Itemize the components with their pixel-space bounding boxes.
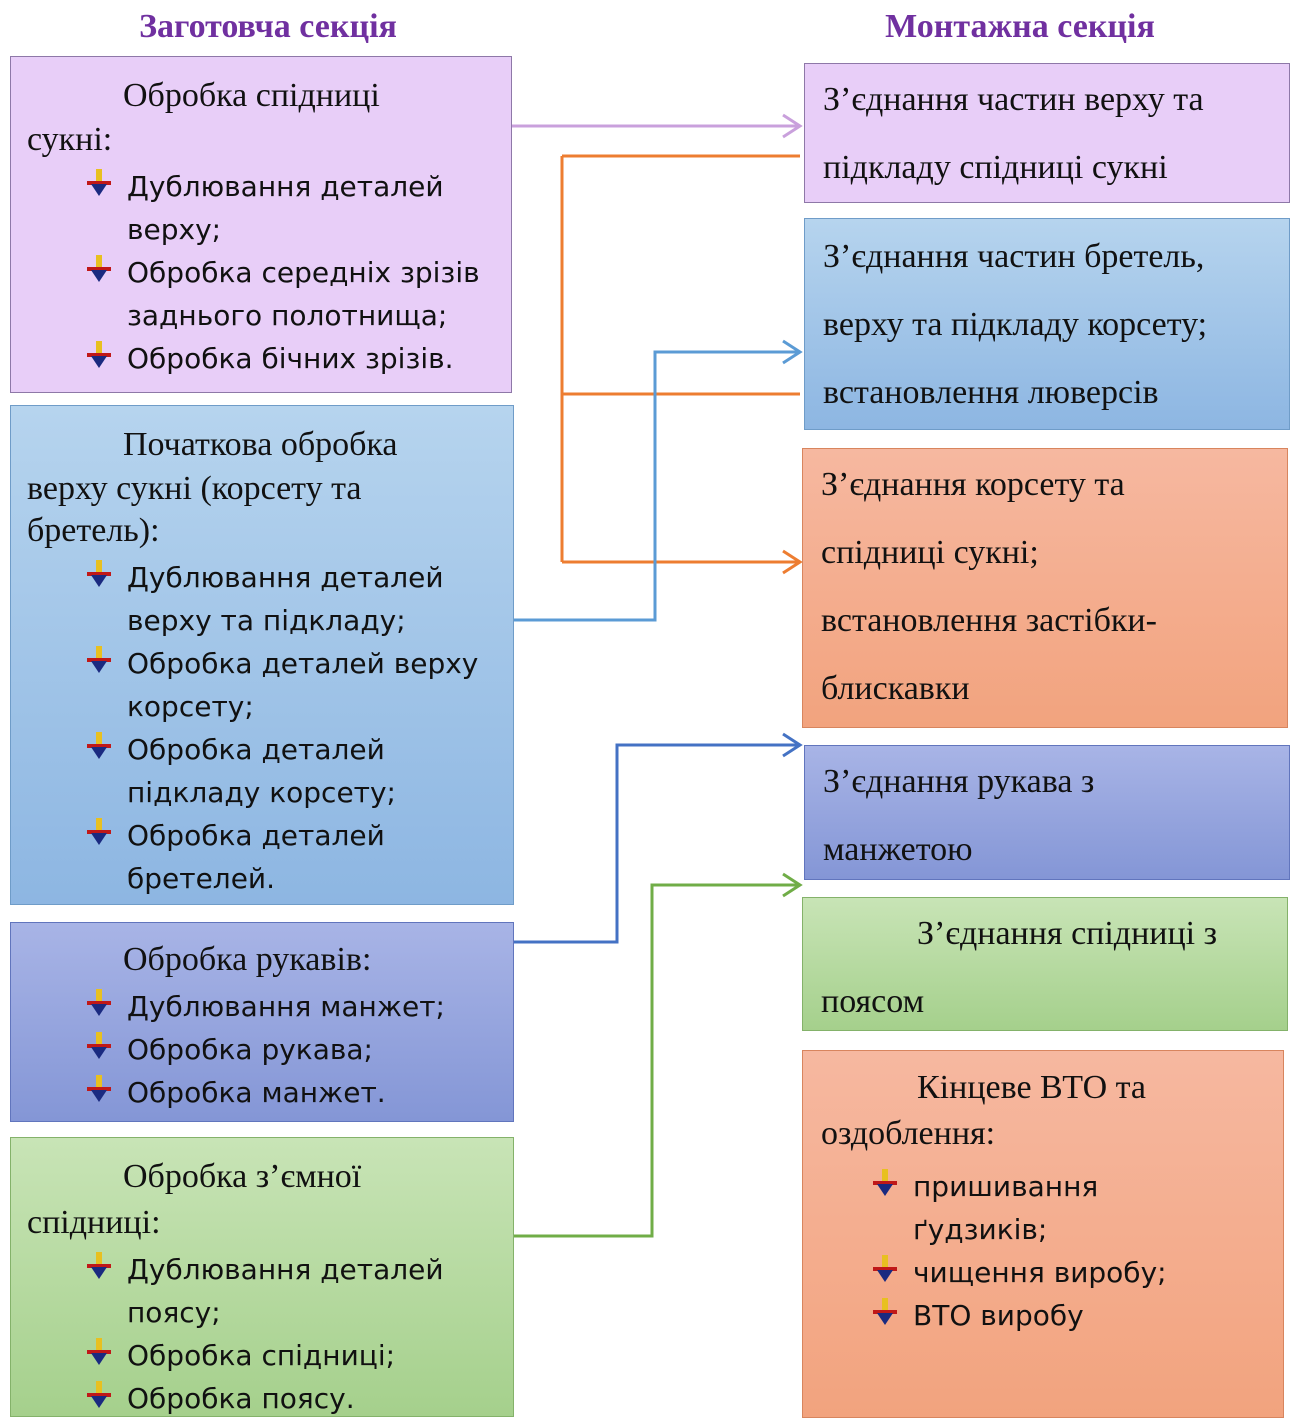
list-item: Обробка поясу. bbox=[79, 1377, 513, 1416]
box-text-line: блискавки bbox=[821, 670, 970, 707]
list-item: Дублювання деталей верху; bbox=[79, 165, 511, 251]
list-item-line: Обробка деталей верху bbox=[127, 647, 479, 680]
arrow-sleeves-to-cuff-join bbox=[512, 732, 803, 944]
arrow-bullet-icon bbox=[87, 646, 111, 673]
right-box-join-sleeve-cuff: З’єднання рукава з манжетою bbox=[804, 745, 1290, 880]
box-title-line: Початкова обробка bbox=[123, 426, 398, 463]
list-item-line: бретелей. bbox=[127, 862, 276, 895]
box-text-line: З’єднання корсету та bbox=[821, 466, 1125, 503]
list-item-line: ґудзиків; bbox=[913, 1213, 1048, 1246]
list-item-line: заднього полотнища; bbox=[127, 299, 448, 332]
box-title-line: оздоблення: bbox=[821, 1115, 996, 1152]
box-text-line: З’єднання рукава з bbox=[823, 763, 1095, 800]
list-item: Дублювання манжет; bbox=[79, 985, 513, 1028]
right-box-join-corset-skirt: З’єднання корсету та спідниці сукні; вст… bbox=[802, 448, 1288, 728]
arrow-bullet-icon bbox=[87, 818, 111, 845]
left-box-sleeves-processing: Обробка рукавів: Дублювання манжет; Обро… bbox=[10, 922, 514, 1122]
list-item-line: верху та підкладу; bbox=[127, 604, 406, 637]
list-item: Дублювання деталей поясу; bbox=[79, 1248, 513, 1334]
arrow-skirt-to-join-top-lining bbox=[512, 113, 803, 139]
arrow-bullet-icon bbox=[87, 1338, 111, 1365]
right-box-final-finishing: Кінцеве ВТО та оздоблення: пришивання ґу… bbox=[802, 1050, 1284, 1418]
box-text-line: З’єднання спідниці з bbox=[917, 915, 1218, 952]
arrow-to-corset-skirt-join bbox=[560, 154, 803, 575]
right-box-join-skirt-belt: З’єднання спідниці з поясом bbox=[802, 897, 1288, 1031]
left-box-skirt-processing: Обробка спідниці сукні: Дублювання детал… bbox=[10, 56, 512, 393]
list-item-line: підкладу корсету; bbox=[127, 776, 396, 809]
arrow-bullet-icon bbox=[873, 1298, 897, 1325]
list-item-line: Обробка поясу. bbox=[127, 1382, 355, 1415]
list-item-line: Обробка бічних зрізів. bbox=[127, 342, 454, 375]
box-title-line: Обробка рукавів: bbox=[123, 941, 372, 978]
list-item: Дублювання деталей верху та підкладу; bbox=[79, 556, 513, 642]
list-item-line: Обробка манжет. bbox=[127, 1076, 386, 1109]
arrow-bullet-icon bbox=[87, 732, 111, 759]
list-item: Обробка деталей бретелей. bbox=[79, 814, 513, 900]
list-item-line: Дублювання деталей bbox=[127, 1253, 444, 1286]
list-item: Обробка бічних зрізів. bbox=[79, 337, 511, 380]
box-text-line: спідниці сукні; bbox=[821, 534, 1039, 571]
list-item-line: Обробка деталей bbox=[127, 819, 385, 852]
list-item-line: Обробка деталей bbox=[127, 733, 385, 766]
header-right: Монтажна секція bbox=[885, 8, 1155, 45]
list-item-line: Обробка середніх зрізів bbox=[127, 256, 480, 289]
box-text-line: встановлення люверсів bbox=[823, 374, 1159, 411]
box-title-line: бретель): bbox=[27, 512, 160, 549]
right-box-join-top-lining: З’єднання частин верху та підкладу спідн… bbox=[804, 63, 1290, 203]
box-text-line: встановлення застібки- bbox=[821, 602, 1157, 639]
box-text-line: З’єднання частин бретель, bbox=[823, 238, 1205, 275]
box-title-line: Кінцеве ВТО та bbox=[917, 1069, 1147, 1106]
box-title-line: спідниці: bbox=[27, 1204, 161, 1241]
arrow-bullet-icon bbox=[87, 560, 111, 587]
arrow-bullet-icon bbox=[87, 341, 111, 368]
left-box-detachable-skirt-processing: Обробка з’ємної спідниці: Дублювання дет… bbox=[10, 1137, 514, 1417]
arrow-bullet-icon bbox=[87, 989, 111, 1016]
box-title-line: верху сукні (корсету та bbox=[27, 470, 362, 507]
list-item: Обробка рукава; bbox=[79, 1028, 513, 1071]
arrow-skirt-to-belt-join bbox=[514, 872, 803, 1238]
list-item: Обробка середніх зрізів заднього полотни… bbox=[79, 251, 511, 337]
box-text-line: верху та підкладу корсету; bbox=[823, 306, 1208, 343]
arrow-bodice-to-corset-join bbox=[514, 339, 803, 622]
list-item: чищення виробу; bbox=[865, 1251, 1283, 1294]
box-text-line: З’єднання частин верху та bbox=[823, 81, 1204, 118]
arrow-bullet-icon bbox=[87, 1381, 111, 1408]
list-item: Обробка спідниці; bbox=[79, 1334, 513, 1377]
right-box-join-straps-corset: З’єднання частин бретель, верху та підкл… bbox=[804, 218, 1290, 430]
list-item: Обробка деталей підкладу корсету; bbox=[79, 728, 513, 814]
list-item: Обробка манжет. bbox=[79, 1071, 513, 1114]
list-item-line: верху; bbox=[127, 213, 222, 246]
list-item-line: Обробка спідниці; bbox=[127, 1339, 396, 1372]
arrow-bullet-icon bbox=[87, 169, 111, 196]
header-left: Заготовча секція bbox=[139, 8, 397, 45]
arrow-bullet-icon bbox=[87, 1032, 111, 1059]
list-item-line: поясу; bbox=[127, 1296, 221, 1329]
arrow-bullet-icon bbox=[87, 255, 111, 282]
list-item-line: Дублювання деталей bbox=[127, 170, 444, 203]
list-item-line: корсету; bbox=[127, 690, 254, 723]
box-title-line: Обробка з’ємної bbox=[123, 1158, 362, 1195]
box-text-line: підкладу спідниці сукні bbox=[823, 149, 1168, 186]
list-item-line: пришивання bbox=[913, 1170, 1099, 1203]
list-item-line: Обробка рукава; bbox=[127, 1033, 373, 1066]
list-item: Обробка деталей верху корсету; bbox=[79, 642, 513, 728]
box-title-line: Обробка спідниці bbox=[123, 77, 380, 114]
left-box-bodice-processing: Початкова обробка верху сукні (корсету т… bbox=[10, 405, 514, 905]
box-text-line: поясом bbox=[821, 983, 925, 1020]
list-item-line: чищення виробу; bbox=[913, 1256, 1167, 1289]
box-text-line: манжетою bbox=[823, 831, 973, 868]
arrow-bullet-icon bbox=[873, 1255, 897, 1282]
list-item-line: Дублювання манжет; bbox=[127, 990, 445, 1023]
list-item: ВТО виробу bbox=[865, 1294, 1283, 1337]
box-title-line: сукні: bbox=[27, 121, 113, 158]
list-item-line: Дублювання деталей bbox=[127, 561, 444, 594]
list-item-line: ВТО виробу bbox=[913, 1299, 1084, 1332]
arrow-bullet-icon bbox=[87, 1075, 111, 1102]
list-item: пришивання ґудзиків; bbox=[865, 1165, 1283, 1251]
arrow-bullet-icon bbox=[87, 1252, 111, 1279]
arrow-bullet-icon bbox=[873, 1169, 897, 1196]
